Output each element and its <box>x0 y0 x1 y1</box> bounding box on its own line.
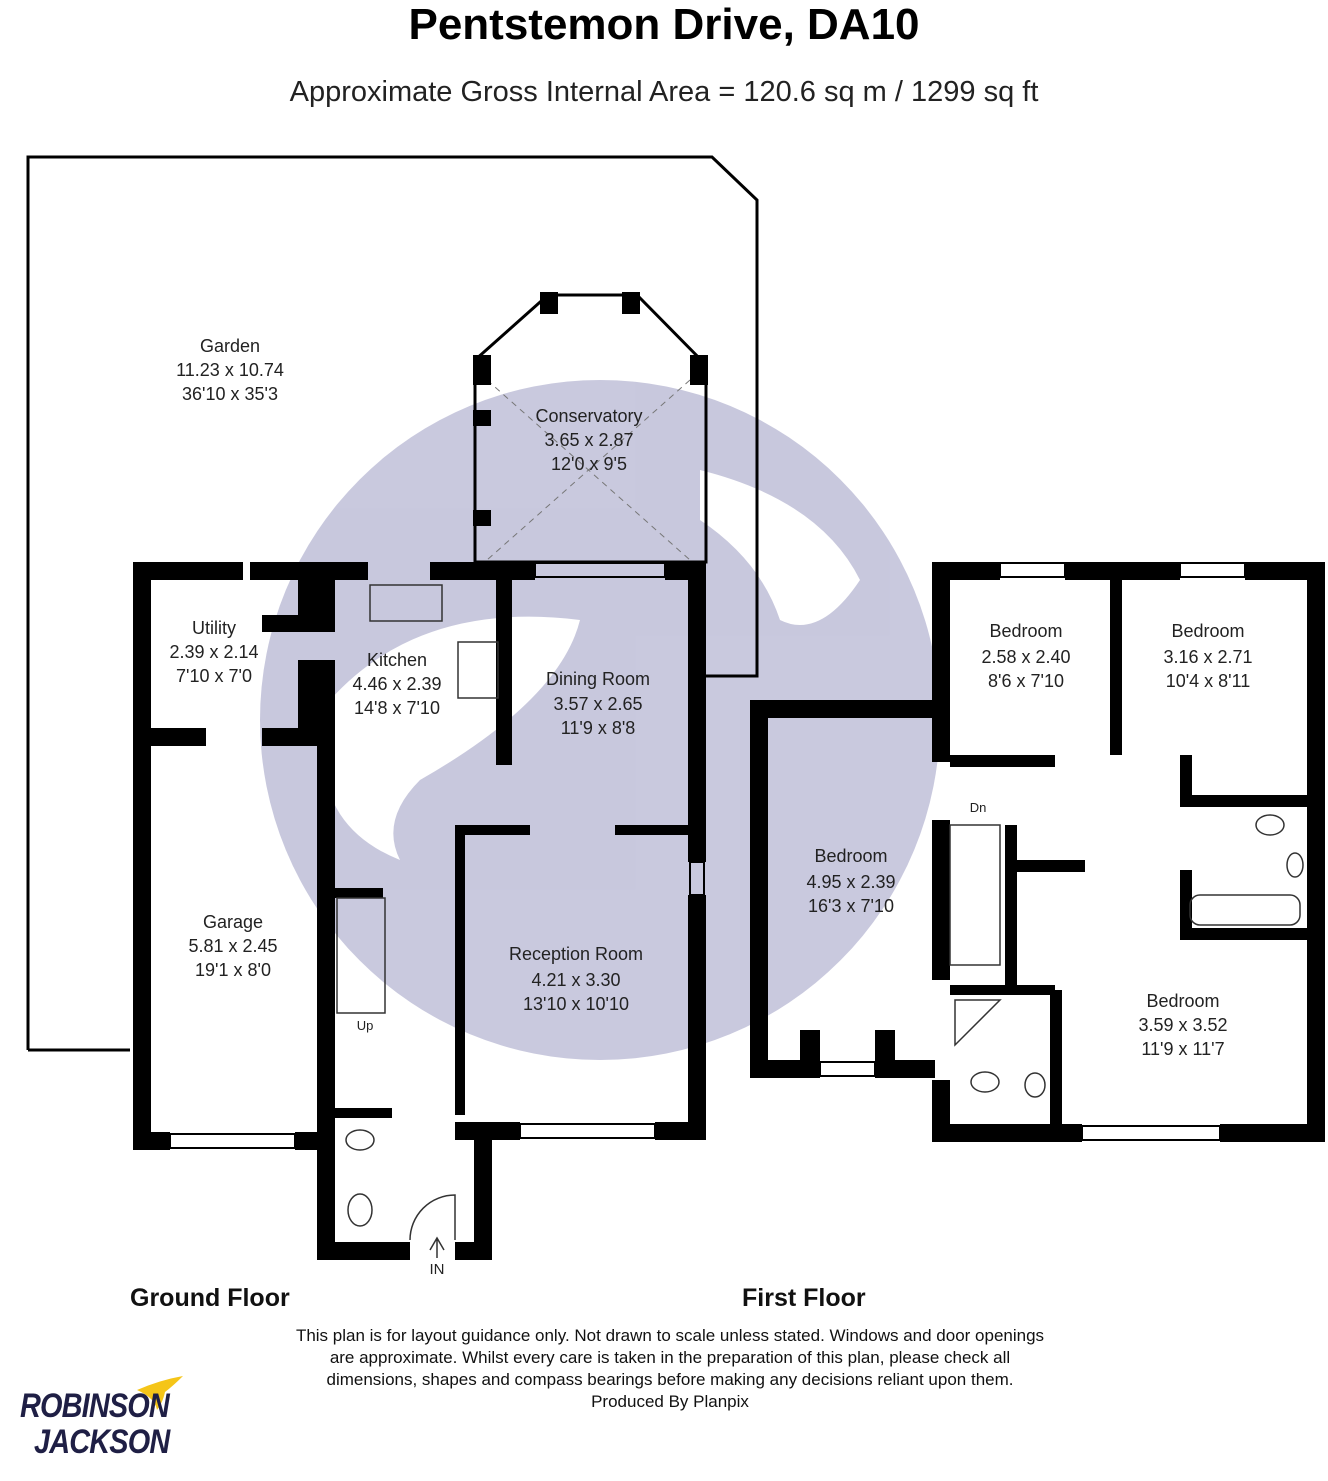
svg-text:4.95 x 2.39: 4.95 x 2.39 <box>806 872 895 892</box>
svg-text:7'10 x 7'0: 7'10 x 7'0 <box>176 666 252 686</box>
svg-text:Reception Room: Reception Room <box>509 944 643 964</box>
svg-text:11.23 x 10.74: 11.23 x 10.74 <box>176 360 284 380</box>
first-fixtures <box>949 814 1304 1098</box>
svg-text:4.21 x 3.30: 4.21 x 3.30 <box>531 970 620 990</box>
svg-text:Garage: Garage <box>203 912 263 932</box>
room-utility: Utility 2.39 x 2.14 7'10 x 7'0 <box>169 618 258 686</box>
page-title: Pentstemon Drive, DA10 <box>408 0 920 49</box>
svg-text:3.65 x 2.87: 3.65 x 2.87 <box>544 430 633 450</box>
svg-text:11'9 x 8'8: 11'9 x 8'8 <box>561 718 636 738</box>
svg-text:Dining Room: Dining Room <box>546 669 650 689</box>
first-floor-windows <box>819 562 1324 1141</box>
room-bedroom-4: Bedroom 3.59 x 3.52 11'9 x 11'7 <box>1138 991 1227 1059</box>
toilet-icon <box>970 1071 1000 1093</box>
ground-fixtures <box>336 584 499 1258</box>
shower-icon <box>954 999 1002 1047</box>
toilet-icon <box>347 1193 373 1227</box>
area-subtitle: Approximate Gross Internal Area = 120.6 … <box>289 76 1039 108</box>
producer-credit: Produced By Planpix <box>591 1392 749 1411</box>
svg-text:3.59 x 3.52: 3.59 x 3.52 <box>1138 1015 1227 1035</box>
room-reception: Reception Room 4.21 x 3.30 13'10 x 10'10 <box>509 944 643 1014</box>
ground-floor-windows <box>169 562 705 1149</box>
disclaimer-line: are approximate. Whilst every care is ta… <box>329 1348 1011 1367</box>
svg-text:Bedroom: Bedroom <box>1146 991 1219 1011</box>
first-floor-label: First Floor <box>742 1284 866 1312</box>
ground-floor-walls <box>133 562 706 1260</box>
svg-text:19'1 x 8'0: 19'1 x 8'0 <box>195 960 271 980</box>
svg-text:Utility: Utility <box>192 618 236 638</box>
room-garage: Garage 5.81 x 2.45 19'1 x 8'0 <box>188 912 277 980</box>
toilet-icon <box>1255 814 1285 836</box>
svg-text:Garden: Garden <box>200 336 260 356</box>
svg-text:3.16 x 2.71: 3.16 x 2.71 <box>1163 647 1252 667</box>
svg-text:2.39 x 2.14: 2.39 x 2.14 <box>169 642 258 662</box>
basin-icon <box>1286 852 1304 878</box>
front-door-icon <box>409 1194 456 1241</box>
swallow-bird-icon <box>137 1376 183 1410</box>
svg-text:36'10 x 35'3: 36'10 x 35'3 <box>182 384 278 404</box>
first-floor-walls <box>750 562 1325 1142</box>
svg-text:13'10 x 10'10: 13'10 x 10'10 <box>523 994 629 1014</box>
staircase-down <box>949 824 1001 966</box>
stairs-up-label: Up <box>357 1018 374 1033</box>
svg-text:5.81 x 2.45: 5.81 x 2.45 <box>188 936 277 956</box>
bath-icon <box>1189 894 1301 926</box>
room-dining: Dining Room 3.57 x 2.65 11'9 x 8'8 <box>546 669 650 738</box>
svg-text:Bedroom: Bedroom <box>814 846 887 866</box>
svg-text:10'4 x 8'11: 10'4 x 8'11 <box>1166 671 1251 691</box>
room-bedroom-1: Bedroom 2.58 x 2.40 8'6 x 7'10 <box>981 621 1070 691</box>
svg-text:3.57 x 2.65: 3.57 x 2.65 <box>553 694 642 714</box>
disclaimer-line: This plan is for layout guidance only. N… <box>295 1326 1045 1345</box>
robinson-jackson-logo: ROBINSON JACKSON <box>20 1376 220 1470</box>
svg-text:Kitchen: Kitchen <box>367 650 427 670</box>
entrance-arrow-icon <box>429 1236 445 1258</box>
svg-text:14'8 x 7'10: 14'8 x 7'10 <box>354 698 440 718</box>
svg-text:Bedroom: Bedroom <box>1171 621 1244 641</box>
garden-outline <box>26 155 759 1052</box>
watermark-logo <box>260 380 940 1060</box>
stairs-down-label: Dn <box>970 800 987 815</box>
room-bedroom-2: Bedroom 3.16 x 2.71 10'4 x 8'11 <box>1163 621 1252 691</box>
svg-text:Conservatory: Conservatory <box>535 406 642 426</box>
svg-text:4.46 x 2.39: 4.46 x 2.39 <box>352 674 441 694</box>
svg-text:12'0 x 9'5: 12'0 x 9'5 <box>551 454 627 474</box>
basin-icon <box>1024 1072 1046 1098</box>
disclaimer: This plan is for layout guidance only. N… <box>190 1325 1150 1413</box>
logo-line-2: JACKSON <box>34 1423 170 1461</box>
staircase-up <box>336 897 386 1014</box>
room-garden: Garden 11.23 x 10.74 36'10 x 35'3 <box>176 336 284 404</box>
logo-line-1: ROBINSON <box>20 1387 170 1425</box>
disclaimer-line: dimensions, shapes and compass bearings … <box>326 1370 1014 1389</box>
room-conservatory: Conservatory 3.65 x 2.87 12'0 x 9'5 <box>535 406 642 474</box>
room-bedroom-3: Bedroom 4.95 x 2.39 16'3 x 7'10 <box>806 846 895 916</box>
room-kitchen: Kitchen 4.46 x 2.39 14'8 x 7'10 <box>352 650 441 718</box>
svg-text:8'6 x 7'10: 8'6 x 7'10 <box>988 671 1064 691</box>
svg-text:2.58 x 2.40: 2.58 x 2.40 <box>981 647 1070 667</box>
ground-floor-label: Ground Floor <box>130 1284 290 1312</box>
entrance-label: IN <box>430 1261 445 1278</box>
svg-text:16'3 x 7'10: 16'3 x 7'10 <box>808 896 894 916</box>
sink-icon <box>369 584 443 622</box>
basin-icon <box>345 1129 375 1151</box>
svg-text:Bedroom: Bedroom <box>989 621 1062 641</box>
svg-text:11'9 x 11'7: 11'9 x 11'7 <box>1141 1039 1224 1059</box>
hob-icon <box>457 641 499 699</box>
